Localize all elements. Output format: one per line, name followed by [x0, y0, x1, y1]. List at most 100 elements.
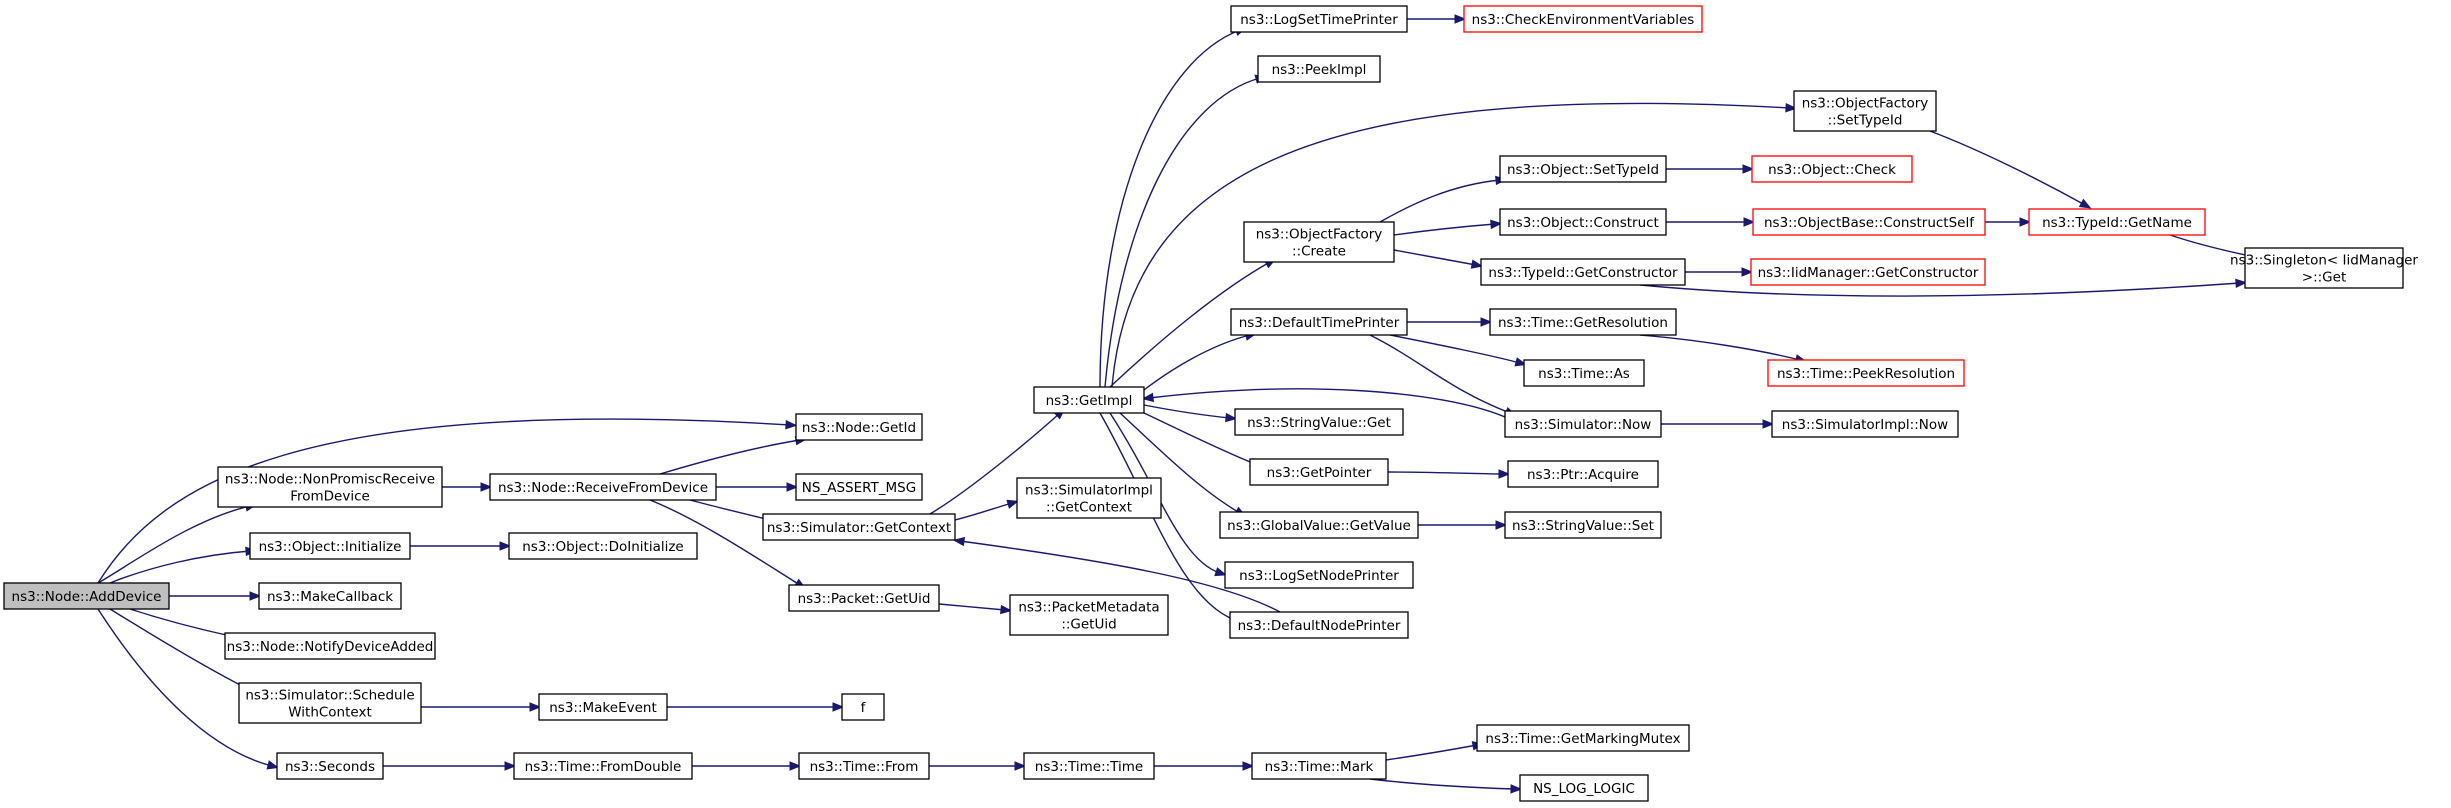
function-node-tfd[interactable]: ns3::Time::FromDouble [513, 752, 693, 780]
edge-line [1639, 334, 1801, 361]
edge-line [109, 550, 251, 584]
function-node-nam[interactable]: NS_ASSERT_MSG [795, 473, 923, 501]
function-node-svset[interactable]: ns3::StringValue::Set [1504, 511, 1662, 539]
node-label: ns3::SimulatorImpl [1025, 483, 1153, 499]
call-edge-ttime-to-tmark [1154, 761, 1255, 771]
edge-line [1111, 102, 1791, 388]
function-node-tpr[interactable]: ns3::Time::PeekResolution [1767, 359, 1965, 387]
function-node-ttime[interactable]: ns3::Time::Time [1023, 752, 1155, 780]
function-node-tgr[interactable]: ns3::Time::GetResolution [1489, 308, 1677, 336]
edge-line [97, 505, 251, 584]
function-node-lsnp[interactable]: ns3::LogSetNodePrinter [1224, 561, 1414, 589]
function-node-pimpl[interactable]: ns3::PeekImpl [1257, 55, 1381, 83]
function-node-tmark[interactable]: ns3::Time::Mark [1251, 752, 1387, 780]
call-edge-snow-to-gimpl [1141, 388, 1506, 418]
function-node-ochk[interactable]: ns3::Object::Check [1751, 155, 1913, 183]
function-node-sing[interactable]: ns3::Singleton< IidManager >::Get [2230, 247, 2418, 289]
function-node-ofc[interactable]: ns3::ObjectFactory::Create [1243, 221, 1395, 263]
function-node-dtp[interactable]: ns3::DefaultTimePrinter [1230, 308, 1408, 336]
call-edge-root-to-oinit [109, 546, 258, 584]
function-node-pacq[interactable]: ns3::Ptr::Acquire [1507, 460, 1659, 488]
function-node-lstp[interactable]: ns3::LogSetTimePrinter [1230, 5, 1408, 33]
node-box [798, 752, 930, 780]
edge-line [689, 499, 771, 521]
function-node-mcb[interactable]: ns3::MakeCallback [258, 582, 402, 610]
function-node-sinow[interactable]: ns3::SimulatorImpl::Now [1771, 410, 1959, 438]
node-label: ns3::SimulatorImpl::Now [1782, 417, 1948, 433]
function-node-rfd[interactable]: ns3::Node::ReceiveFromDevice [489, 473, 717, 501]
function-node-sgc[interactable]: ns3::Simulator::GetContext [762, 513, 956, 541]
edge-line [659, 439, 801, 475]
edge-line [938, 603, 1006, 611]
node-label: ns3::Object::Construct [1507, 215, 1659, 231]
function-node-cev[interactable]: ns3::CheckEnvironmentVariables [1463, 5, 1703, 33]
function-node-ofst[interactable]: ns3::ObjectFactory::SetTypeId [1793, 90, 1937, 132]
call-edge-dnp-to-sgc [952, 536, 1281, 613]
node-box [1229, 611, 1409, 639]
function-node-dnp[interactable]: ns3::DefaultNodePrinter [1229, 611, 1409, 639]
function-node-gvgv[interactable]: ns3::GlobalValue::GetValue [1219, 511, 1419, 539]
node-label: ns3::Seconds [285, 759, 375, 775]
arrowhead-icon [1214, 567, 1227, 577]
function-node-nll[interactable]: NS_LOG_LOGIC [1519, 774, 1649, 802]
node-box [249, 532, 411, 560]
function-node-mev[interactable]: ns3::MakeEvent [538, 693, 668, 721]
node-label: ns3::TypeId::GetConstructor [1488, 265, 1678, 281]
arrowhead-icon [499, 541, 512, 551]
function-node-pmgu[interactable]: ns3::PacketMetadata::GetUid [1009, 594, 1169, 636]
function-node-nda[interactable]: ns3::Node::NotifyDeviceAdded [224, 632, 436, 660]
function-node-gimpl[interactable]: ns3::GetImpl [1033, 386, 1145, 414]
edge-line [1929, 130, 2086, 206]
node-box [224, 632, 436, 660]
node-label: ns3::IidManager::GetConstructor [1758, 265, 1979, 281]
arrowhead-icon [1743, 217, 1756, 227]
function-node-snow[interactable]: ns3::Simulator::Now [1504, 410, 1662, 438]
function-node-oinit[interactable]: ns3::Object::Initialize [249, 532, 411, 560]
node-box [762, 513, 956, 541]
function-node-svg[interactable]: ns3::StringValue::Get [1234, 408, 1404, 436]
edge-line [1099, 29, 1241, 388]
function-node-sigc[interactable]: ns3::SimulatorImpl::GetContext [1016, 477, 1162, 519]
node-label: ns3::LogSetNodePrinter [1239, 568, 1399, 584]
function-node-tgn[interactable]: ns3::TypeId::GetName [2028, 208, 2206, 236]
call-edge-snow-to-sinow [1661, 419, 1775, 429]
arrowhead-icon [1510, 784, 1523, 794]
arrowhead-icon [1141, 392, 1155, 403]
node-label: ns3::PeekImpl [1272, 62, 1367, 78]
edge-line [649, 499, 801, 586]
node-label: ns3::Simulator::GetContext [767, 520, 951, 536]
node-label: ns3::Packet::GetUid [798, 591, 931, 607]
call-edge-ofst-to-tgn [1929, 130, 2092, 209]
function-node-ngid[interactable]: ns3::Node::GetId [795, 413, 923, 441]
call-edge-root-to-mcb [168, 591, 262, 601]
function-node-obcs[interactable]: ns3::ObjectBase::ConstructSelf [1752, 208, 1986, 236]
function-node-iigc[interactable]: ns3::IidManager::GetConstructor [1750, 258, 1986, 286]
node-label: ns3::Time::GetResolution [1498, 315, 1668, 331]
function-node-odi[interactable]: ns3::Object::DoInitialize [508, 532, 698, 560]
call-edge-ofc-to-tgc [1393, 249, 1484, 269]
arrowhead-icon [1014, 761, 1027, 771]
node-label: ::GetUid [1061, 617, 1116, 633]
node-label: ns3::Object::DoInitialize [522, 539, 684, 555]
function-node-tgc[interactable]: ns3::TypeId::GetConstructor [1480, 258, 1686, 286]
function-node-sec[interactable]: ns3::Seconds [276, 752, 384, 780]
call-edge-tfd-to-tfr [692, 761, 802, 771]
node-box [1033, 386, 1145, 414]
function-node-f[interactable]: f [841, 693, 885, 721]
function-node-root[interactable]: ns3::Node::AddDevice [3, 582, 170, 610]
call-edge-sgc-to-sigc [954, 499, 1020, 521]
function-node-pgu[interactable]: ns3::Packet::GetUid [788, 584, 940, 612]
function-node-ocon[interactable]: ns3::Object::Construct [1499, 208, 1667, 236]
call-edge-dtp-to-tas [1389, 334, 1528, 367]
function-node-osti[interactable]: ns3::Object::SetTypeId [1499, 155, 1667, 183]
function-node-tfr[interactable]: ns3::Time::From [798, 752, 930, 780]
call-edge-osti-to-ochk [1665, 164, 1755, 174]
call-edge-ssc-to-mev [421, 702, 542, 712]
function-node-tgmm[interactable]: ns3::Time::GetMarkingMutex [1476, 724, 1690, 752]
node-box [795, 473, 923, 501]
function-node-gptr[interactable]: ns3::GetPointer [1249, 458, 1389, 486]
function-node-tas[interactable]: ns3::Time::As [1523, 359, 1645, 387]
node-label: ns3::DefaultNodePrinter [1238, 618, 1401, 634]
